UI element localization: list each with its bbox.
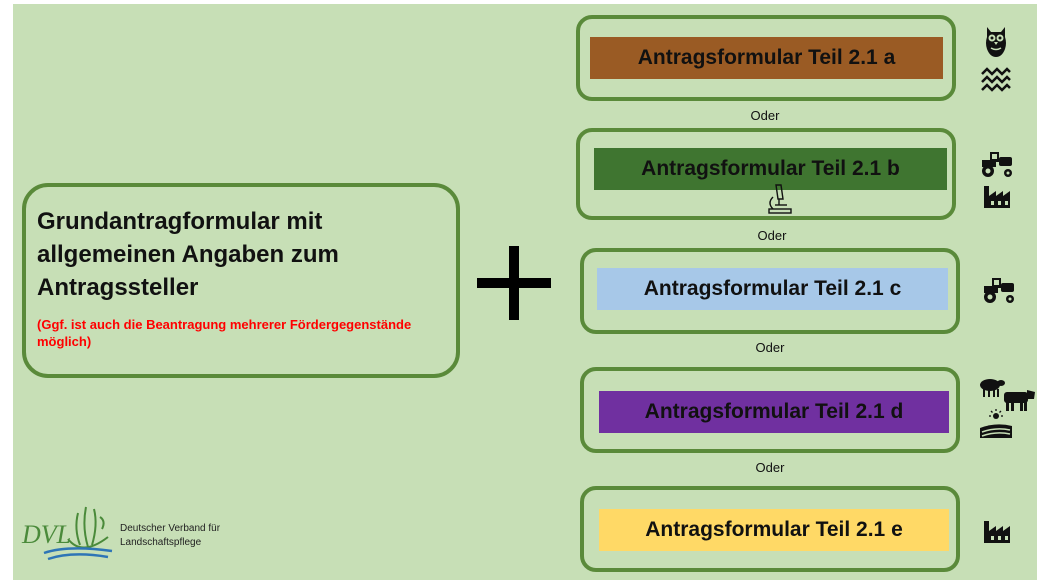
logo-mark: DVL <box>21 520 71 549</box>
option-a-box <box>576 15 956 101</box>
separator-oder-4: Oder <box>755 460 785 475</box>
factory-icon <box>984 521 1010 543</box>
owl-icon <box>986 27 1006 57</box>
option-e-label: Antragsformular Teil 2.1 e <box>599 509 949 551</box>
separator-oder-2: Oder <box>757 228 787 243</box>
option-b-label: Antragsformular Teil 2.1 b <box>594 148 947 190</box>
factory-icon <box>984 186 1010 208</box>
water-waves-icon <box>981 67 1011 92</box>
sheep-icon <box>980 379 1005 397</box>
logo-line-2: Landschaftspflege <box>120 537 202 548</box>
main-form-box <box>22 183 460 378</box>
option-d-label: Antragsformular Teil 2.1 d <box>599 391 949 433</box>
option-e-box <box>580 486 960 572</box>
option-a-label: Antragsformular Teil 2.1 a <box>590 37 943 79</box>
logo-line-1: Deutscher Verband für <box>120 523 221 534</box>
tractor-icon <box>982 152 1012 177</box>
logo-text: Deutscher Verband für Landschaftspflege <box>120 522 220 550</box>
microscope-icon <box>768 184 792 214</box>
separator-oder-3: Oder <box>755 340 785 355</box>
main-form-note: (Ggf. ist auch die Beantragung mehrerer … <box>37 317 412 349</box>
cow-icon <box>1004 390 1035 411</box>
sunlit-field-icon <box>980 409 1012 438</box>
option-c-label: Antragsformular Teil 2.1 c <box>597 268 948 310</box>
option-b-box <box>576 128 956 220</box>
tractor-icon <box>984 278 1014 303</box>
main-form-title: Grundantragformular mit allgemeinen Anga… <box>37 208 339 301</box>
plus-sign-vertical <box>509 246 519 320</box>
dvl-logo: DVL <box>21 506 113 561</box>
option-c-box <box>580 248 960 334</box>
option-d-box <box>580 367 960 453</box>
separator-oder-1: Oder <box>750 108 780 123</box>
